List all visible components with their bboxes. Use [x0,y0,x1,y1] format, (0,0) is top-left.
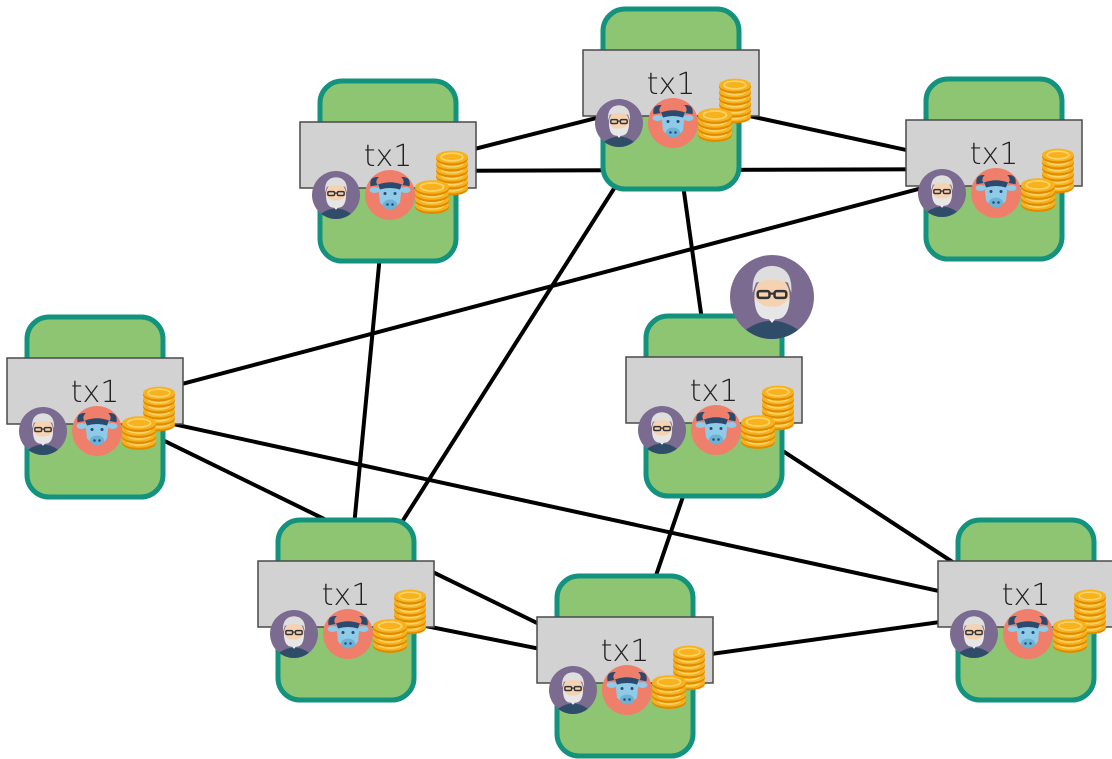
transaction-label: tx1 [322,578,371,613]
bull-icon [691,405,741,455]
bull-icon [1003,609,1053,659]
transaction-label: tx1 [364,139,413,174]
bull-icon [323,609,373,659]
transaction-label: tx1 [647,67,696,102]
node-n6[interactable]: tx1 [625,313,803,499]
person-avatar-icon [594,98,644,148]
bull-icon [602,665,652,715]
node-n7[interactable]: tx1 [257,517,435,703]
person-avatar-icon [548,665,598,715]
transaction-label: tx1 [601,634,650,669]
bull-icon [971,168,1021,218]
person-avatar-icon [311,170,361,220]
nodes-layer: tx1 tx1 tx1 tx1 tx1 tx1 tx1 tx1 [6,6,1112,759]
person-avatar-icon [269,609,319,659]
transaction-label: tx1 [690,374,739,409]
bull-icon [72,406,122,456]
floating-user-avatar-icon [728,253,816,341]
transaction-label: tx1 [970,137,1019,172]
person-avatar-icon [917,168,967,218]
node-n9[interactable]: tx1 [937,517,1112,703]
edge-n3-n4 [93,167,996,409]
edge-n4-n9 [93,405,1028,612]
node-n3[interactable]: tx1 [905,76,1083,262]
person-avatar-icon [18,406,68,456]
transaction-label: tx1 [1002,578,1051,613]
node-n8[interactable]: tx1 [536,573,714,759]
node-n1[interactable]: tx1 [299,78,477,264]
node-n2[interactable]: tx1 [582,6,760,192]
person-avatar-icon [949,609,999,659]
bull-icon [648,98,698,148]
transaction-label: tx1 [71,375,120,410]
person-avatar-icon [637,405,687,455]
node-n4[interactable]: tx1 [6,314,184,500]
floating-layer [728,253,816,341]
bull-icon [365,170,415,220]
edges-layer [93,97,1028,668]
